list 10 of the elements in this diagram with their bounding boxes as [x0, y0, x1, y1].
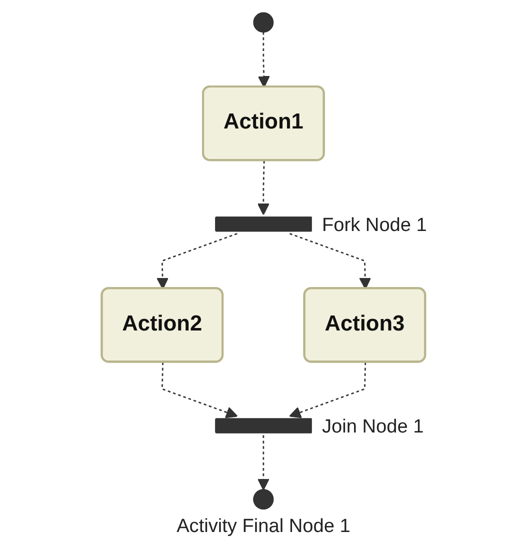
arrow — [289, 362, 366, 418]
arrow — [161, 362, 238, 418]
arrow — [289, 232, 372, 290]
node-label: Join Node 1 — [322, 416, 424, 438]
node-label: Fork Node 1 — [322, 214, 427, 236]
node-circle — [253, 12, 274, 33]
arrow — [257, 160, 270, 216]
arrow — [156, 232, 238, 290]
node-label: Activity Final Node 1 — [176, 516, 350, 538]
arrow — [257, 435, 270, 490]
